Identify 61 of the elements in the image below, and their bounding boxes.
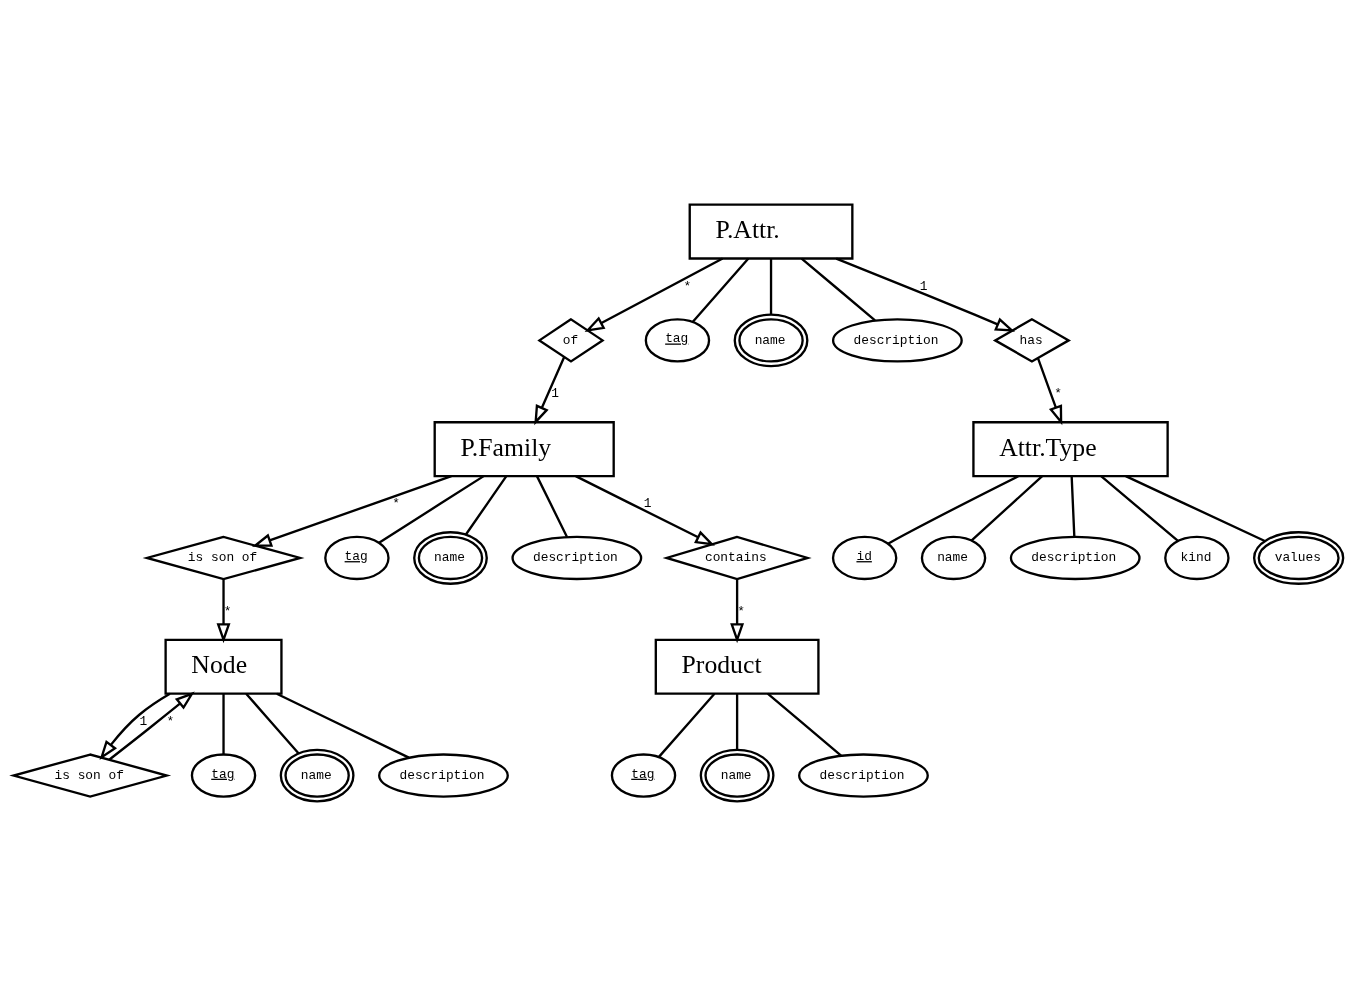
connector (658, 692, 716, 758)
edge-label: * (166, 714, 175, 730)
node-ellipse: tag (644, 318, 711, 363)
connector (970, 475, 1043, 542)
arrow (835, 257, 1016, 332)
edge-label: 1 (643, 496, 652, 512)
edge-label: * (683, 278, 692, 294)
arrow (216, 579, 231, 644)
connector (222, 693, 225, 755)
edge-label: 1 (919, 278, 928, 294)
node-ellipse: description (378, 753, 509, 798)
connector (735, 693, 739, 750)
connector (766, 692, 842, 757)
node-ellipse: kind (1164, 535, 1230, 581)
node-diamond: contains (662, 535, 812, 581)
node-ellipse: name (279, 748, 355, 803)
connector (1070, 476, 1076, 537)
arrow (534, 356, 566, 426)
edge-label: 1 (551, 386, 560, 402)
connector (800, 257, 876, 322)
edge-label: * (737, 604, 746, 620)
node-ellipse: description (511, 535, 643, 581)
connector (692, 257, 750, 323)
node-ellipse: description (1009, 535, 1141, 581)
node-box: P.Attr. (688, 203, 854, 260)
node-ellipse: name (733, 313, 809, 368)
node-ellipse: description (798, 753, 929, 798)
arrow (252, 475, 452, 547)
node-ellipse: description (831, 318, 963, 363)
node-box: Product (654, 638, 820, 695)
arrow (99, 692, 171, 761)
edge-label: 1 (139, 714, 148, 730)
connector (887, 475, 1019, 545)
arrow (575, 475, 715, 546)
connector (464, 475, 508, 536)
edge-label: * (1054, 386, 1063, 402)
node-ellipse: tag (610, 753, 677, 798)
connector (769, 258, 773, 315)
connector (1125, 475, 1266, 543)
node-ellipse: tag (190, 753, 257, 798)
connector (1100, 475, 1179, 542)
edge-label: * (392, 496, 400, 512)
arrow (1036, 357, 1063, 426)
edge-label: * (223, 604, 232, 620)
node-box: Attr.Type (972, 421, 1169, 478)
node-ellipse: name (699, 748, 775, 803)
node-ellipse: name (920, 535, 987, 581)
connector (276, 692, 410, 759)
connector (535, 475, 569, 538)
node-ellipse: values (1252, 531, 1345, 585)
connector (245, 692, 300, 754)
node-ellipse: id (831, 535, 898, 581)
arrow (584, 257, 724, 332)
arrow (730, 579, 745, 644)
node-ellipse: name (413, 531, 488, 585)
arrow (108, 691, 195, 761)
node-diamond: is son of (9, 753, 172, 798)
connector (378, 475, 485, 544)
node-ellipse: tag (324, 535, 390, 581)
node-box: P.Family (433, 421, 615, 478)
node-box: Node (164, 638, 283, 695)
